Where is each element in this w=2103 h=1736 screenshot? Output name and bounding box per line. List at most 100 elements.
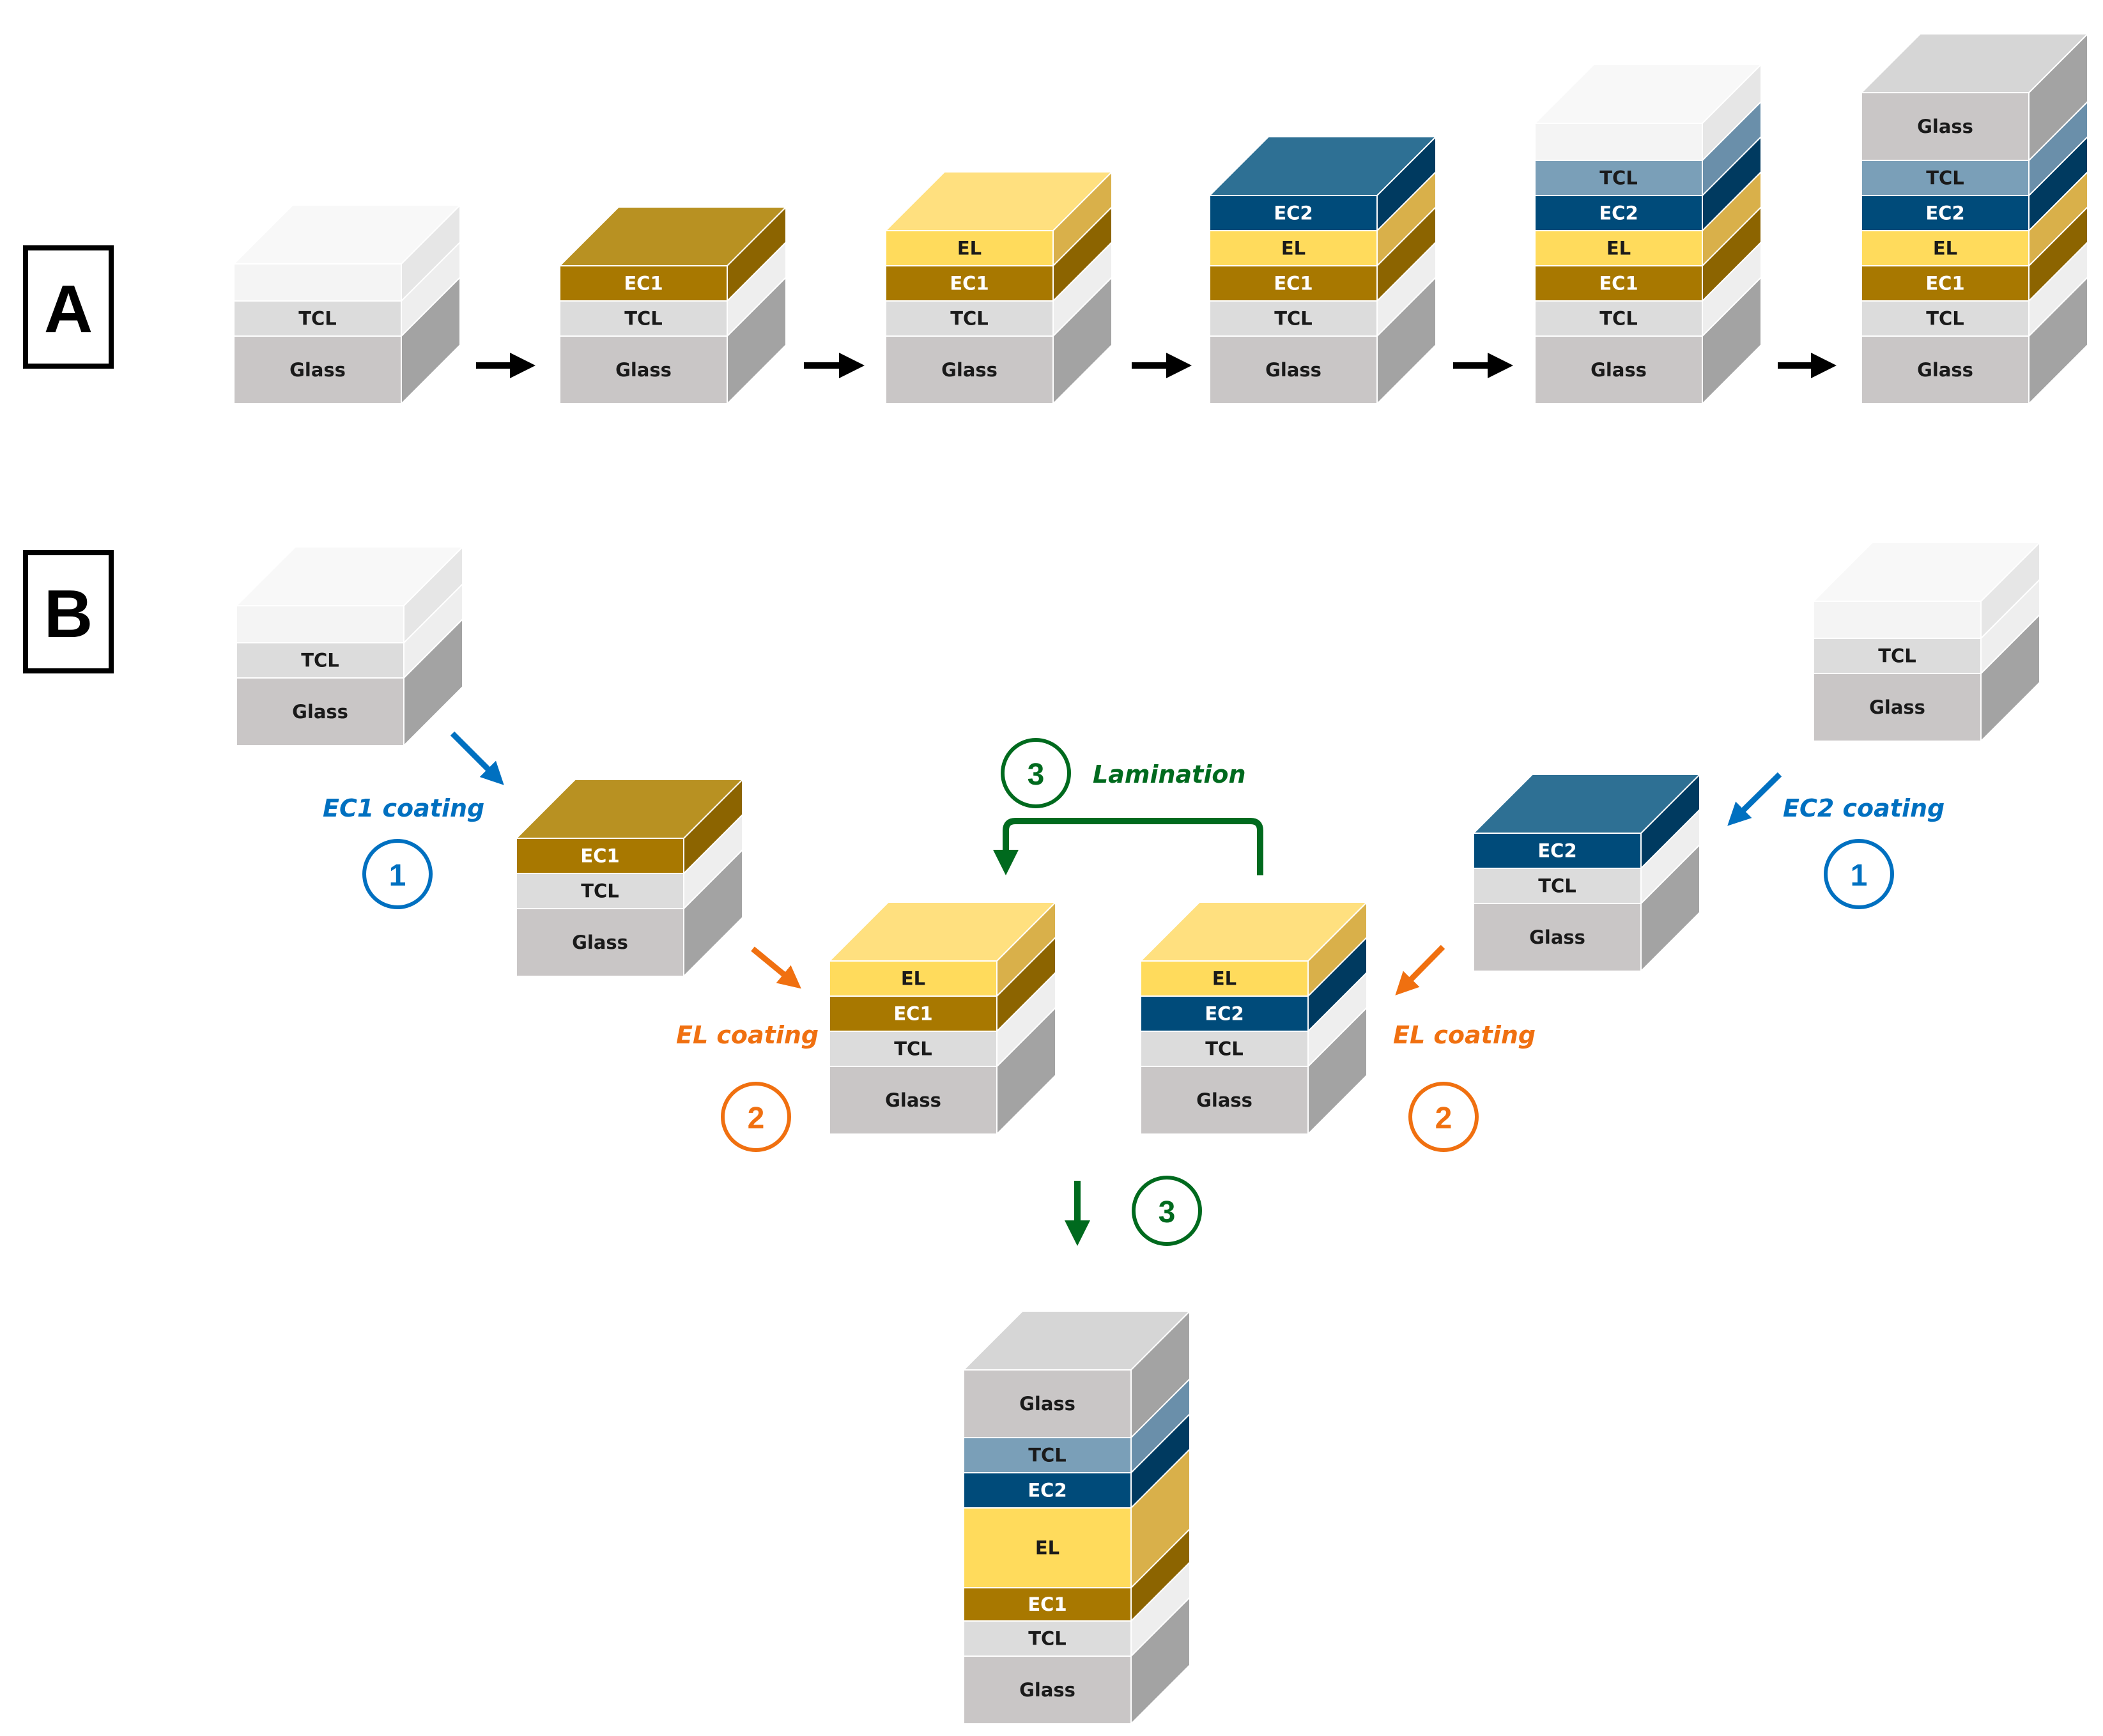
empty-layer-front	[1813, 601, 1982, 639]
empty-layer-front	[233, 263, 402, 302]
layer-el: EL	[1861, 170, 2088, 268]
layer-label-tcl: TCL	[624, 308, 663, 330]
layer-glass: Glass	[233, 275, 461, 406]
layer-front-face	[1534, 195, 1703, 231]
layer-front-face	[516, 873, 684, 909]
step-1-circle-left: 1	[362, 839, 433, 909]
layer-label-ec1: EC1	[1274, 273, 1313, 295]
step-3-circle-lamination: 3	[1001, 738, 1071, 808]
layer-front-face	[963, 1620, 1132, 1657]
layer-glass: Glass	[962, 1309, 1192, 1440]
layer-label-tcl: TCL	[1599, 308, 1638, 330]
layer-front-face	[1473, 833, 1642, 869]
svg-text:2: 2	[1435, 1102, 1452, 1135]
layer-label-ec1: EC1	[1599, 273, 1638, 295]
layer-front-face	[885, 335, 1054, 404]
layer-tcl: TCL	[1861, 240, 2088, 338]
layer-front-face	[1534, 230, 1703, 266]
ec1-coating-label: EC1 coating	[323, 794, 484, 822]
layer-glass: Glass	[559, 275, 787, 406]
layer-label-glass: Glass	[941, 359, 998, 381]
layer-label-ec2: EC2	[1028, 1480, 1067, 1502]
empty-layer-top	[1812, 542, 2042, 602]
layer-front-face	[559, 335, 728, 404]
layer-top-face	[558, 206, 788, 266]
layer-label-glass: Glass	[1529, 926, 1585, 948]
layer-label-tcl: TCL	[1878, 645, 1916, 667]
layer-label-el: EL	[1933, 238, 1957, 259]
layer-label-ec2: EC2	[1205, 1003, 1244, 1025]
layer-front-face	[1534, 335, 1703, 404]
empty-layer-front	[236, 605, 404, 643]
layer-front-face	[963, 1587, 1132, 1622]
layer-label-tcl: TCL	[894, 1038, 932, 1060]
layer-label-ec1: EC1	[1028, 1594, 1067, 1615]
layer-front-face	[233, 300, 402, 337]
step-2-circle-left: 2	[721, 1082, 791, 1152]
layer-front-face	[885, 265, 1054, 302]
layer-label-glass: Glass	[1019, 1393, 1075, 1415]
layer-glass: Glass	[1860, 32, 2090, 162]
layer-ec1: EC1	[1861, 205, 2088, 303]
layer-front-face	[1473, 868, 1642, 904]
layer-ec2: EC2	[1534, 135, 1762, 233]
lamination-label: Lamination	[1093, 760, 1246, 788]
layer-tcl: TCL	[1209, 240, 1437, 338]
step-2-circle-right: 2	[1408, 1082, 1479, 1152]
layer-label-ec2: EC2	[1274, 203, 1313, 224]
svg-text:1: 1	[1851, 859, 1868, 893]
layer-tcl: TCL	[559, 240, 787, 338]
layer-label-tcl: TCL	[298, 308, 337, 330]
layer-front-face	[1209, 265, 1378, 302]
layer-glass: Glass	[1140, 1006, 1367, 1136]
panel-b-step-labels: EC1 coating EC2 coating EL coating EL co…	[323, 760, 1945, 1049]
layer-label-el: EL	[1212, 968, 1236, 990]
layer-label-tcl: TCL	[301, 650, 339, 672]
layer-front-face	[1140, 995, 1309, 1032]
layer-label-glass: Glass	[572, 932, 628, 953]
empty-layer-top	[1533, 64, 1763, 124]
panel-b-letter: B	[44, 576, 93, 652]
layer-top-face	[1472, 774, 1702, 834]
layer-top-face	[828, 902, 1058, 962]
arrow-lamination	[993, 818, 1263, 875]
layer-glass: Glass	[236, 617, 463, 748]
empty-layer-front	[1534, 123, 1703, 161]
layer-tcl: TCL	[963, 1377, 1190, 1475]
arrow-el-coating-right	[1395, 944, 1445, 995]
arrow-ec2-coating	[1727, 772, 1782, 826]
layer-ec1: EC1	[1209, 205, 1437, 303]
layer-label-glass: Glass	[1019, 1679, 1075, 1701]
layer-glass: Glass	[885, 275, 1113, 406]
panel-b-step-numbers: 1 1 2 2 3 3	[362, 738, 1894, 1246]
layer-front-face	[829, 960, 998, 997]
layer-label-ec1: EC1	[950, 273, 989, 295]
step-1-circle-right: 1	[1824, 839, 1894, 909]
layer-glass: Glass	[829, 1006, 1056, 1136]
empty-layer-top	[235, 546, 465, 606]
layer-front-face	[1473, 903, 1642, 972]
layer-top-face	[962, 1310, 1192, 1371]
layer-label-glass: Glass	[1917, 116, 1973, 137]
layer-label-ec2: EC2	[1599, 203, 1638, 224]
layer-front-face	[233, 335, 402, 404]
panel-b-arrows	[450, 731, 1782, 1246]
layer-glass: Glass	[516, 848, 743, 978]
layer-top-face	[1139, 902, 1369, 962]
layer-top-face	[1860, 33, 2090, 93]
layer-front-face	[1140, 1066, 1309, 1135]
layer-front-face	[963, 1369, 1132, 1438]
layer-label-el: EL	[1281, 238, 1306, 259]
layer-ec1: EC1	[1534, 205, 1762, 303]
layer-ec2: EC2	[1472, 772, 1702, 870]
layer-label-ec2: EC2	[1537, 840, 1576, 862]
layer-front-face	[1534, 160, 1703, 196]
layer-ec2: EC2	[1861, 135, 2088, 233]
